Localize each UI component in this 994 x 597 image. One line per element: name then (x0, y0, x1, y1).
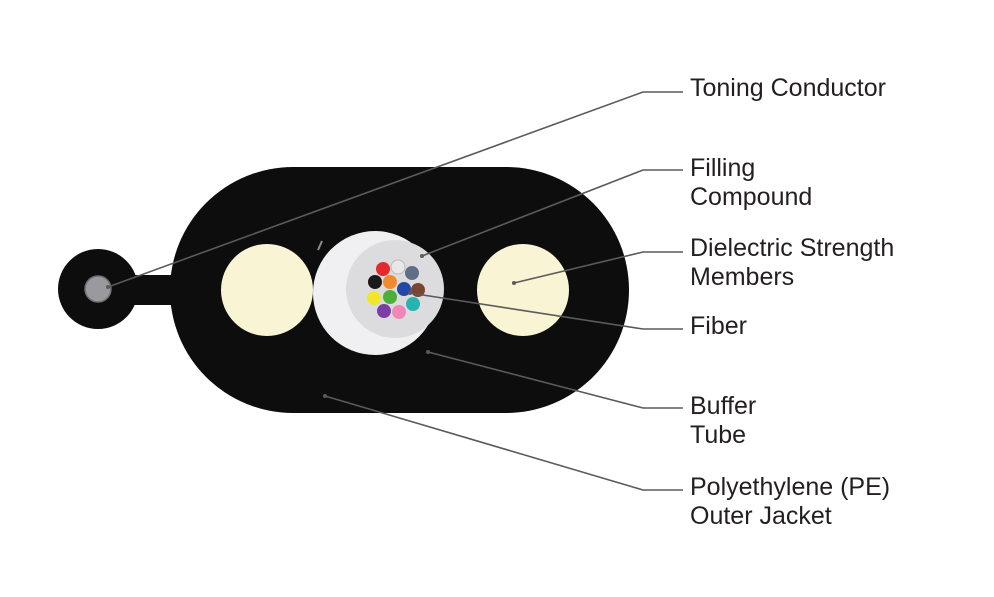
leader-dot-buffer-tube (426, 350, 430, 354)
fiber-white (390, 259, 406, 275)
label-fiber-line-1: Fiber (690, 312, 747, 340)
fiber-rose (392, 305, 406, 319)
label-filling-compound-line-2: Compound (690, 183, 813, 211)
leader-dot-strength-members (512, 281, 516, 285)
label-dielectric-strength-members: Dielectric Strength Members (690, 234, 894, 292)
fiber-black (368, 275, 382, 289)
strength-member-right (477, 244, 569, 336)
label-filling-compound: Filling Compound (690, 154, 812, 212)
leader-line-toning-conductor (107, 91, 683, 288)
leader-line-fiber (409, 292, 683, 330)
label-toning-conductor: Toning Conductor (690, 74, 886, 103)
strength-member-left (221, 244, 313, 336)
label-filling-compound-line-1: Filling (690, 154, 756, 182)
fiber-green (383, 290, 397, 304)
label-pe-outer-jacket-line-2: Outer Jacket (690, 502, 832, 530)
ripcord-mark (317, 240, 323, 251)
label-strength-members-line-2: Members (690, 263, 795, 291)
fiber-orange (383, 275, 397, 289)
label-toning-conductor-line-1: Toning Conductor (690, 74, 886, 102)
fiber-aqua (406, 297, 420, 311)
fiber-violet (377, 304, 391, 318)
filling-compound (346, 240, 444, 338)
leader-line-buffer-tube (427, 351, 683, 409)
leader-line-pe-jacket (324, 395, 683, 491)
label-pe-outer-jacket-line-1: Polyethylene (PE) (690, 473, 891, 501)
fiber-blue (397, 282, 411, 296)
leader-line-strength-members (513, 251, 683, 284)
label-strength-members-line-1: Dielectric Strength (690, 234, 895, 262)
toning-conductor-core (84, 275, 112, 303)
leader-dot-fiber (408, 291, 412, 295)
label-buffer-tube: Buffer Tube (690, 392, 756, 450)
leader-dot-toning-conductor (106, 285, 110, 289)
fiber-red (376, 262, 390, 276)
leader-dot-filling-compound (420, 254, 424, 258)
label-buffer-tube-line-2: Tube (690, 421, 747, 449)
leader-dot-pe-jacket (323, 394, 327, 398)
fiber-yellow (367, 291, 381, 305)
fiber-slate (405, 266, 419, 280)
label-buffer-tube-line-1: Buffer (690, 392, 757, 420)
fiber-bundle (367, 259, 425, 319)
label-pe-outer-jacket: Polyethylene (PE) Outer Jacket (690, 473, 890, 531)
leader-line-filling-compound (421, 169, 683, 257)
label-fiber: Fiber (690, 312, 747, 341)
